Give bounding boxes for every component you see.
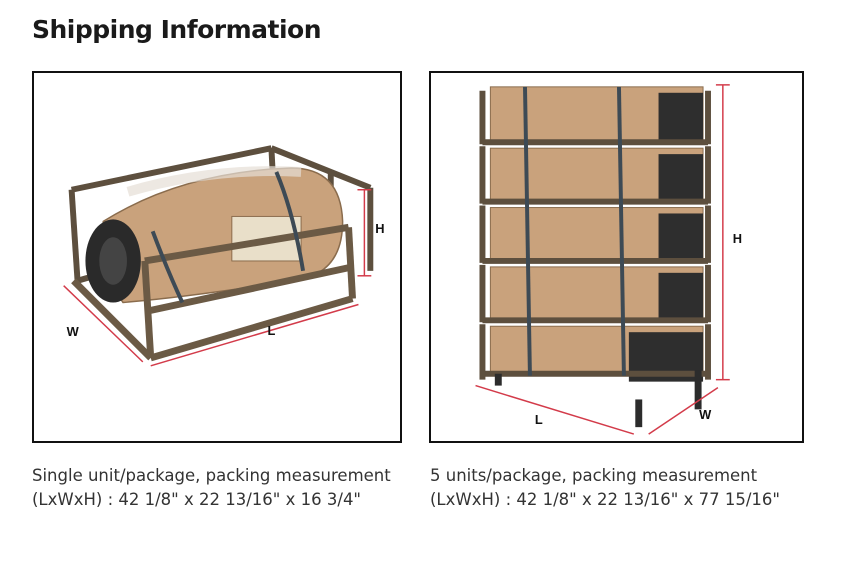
width-label: W (699, 407, 712, 422)
wrapped-package (85, 166, 344, 304)
five-units-caption: 5 units/package, packing measurement (Lx… (430, 466, 781, 509)
single-unit-illustration: H W L (63, 145, 385, 367)
five-units-illustration: H L W (475, 84, 742, 435)
rack-front-frame (71, 223, 356, 362)
height-label: H (733, 231, 742, 246)
width-label: W (67, 324, 80, 339)
single-unit-image: H W L (32, 71, 402, 443)
dimension-lines (63, 188, 372, 367)
page-title: Shipping Information (32, 15, 322, 44)
package-straps (150, 171, 306, 304)
dimension-lines (475, 84, 730, 435)
single-unit-caption: Single unit/package, packing measurement… (32, 466, 391, 509)
stacked-racks (479, 86, 711, 428)
height-label: H (375, 221, 384, 236)
length-label: L (535, 412, 543, 427)
length-label: L (267, 323, 275, 338)
five-units-image: H L W (429, 71, 804, 443)
